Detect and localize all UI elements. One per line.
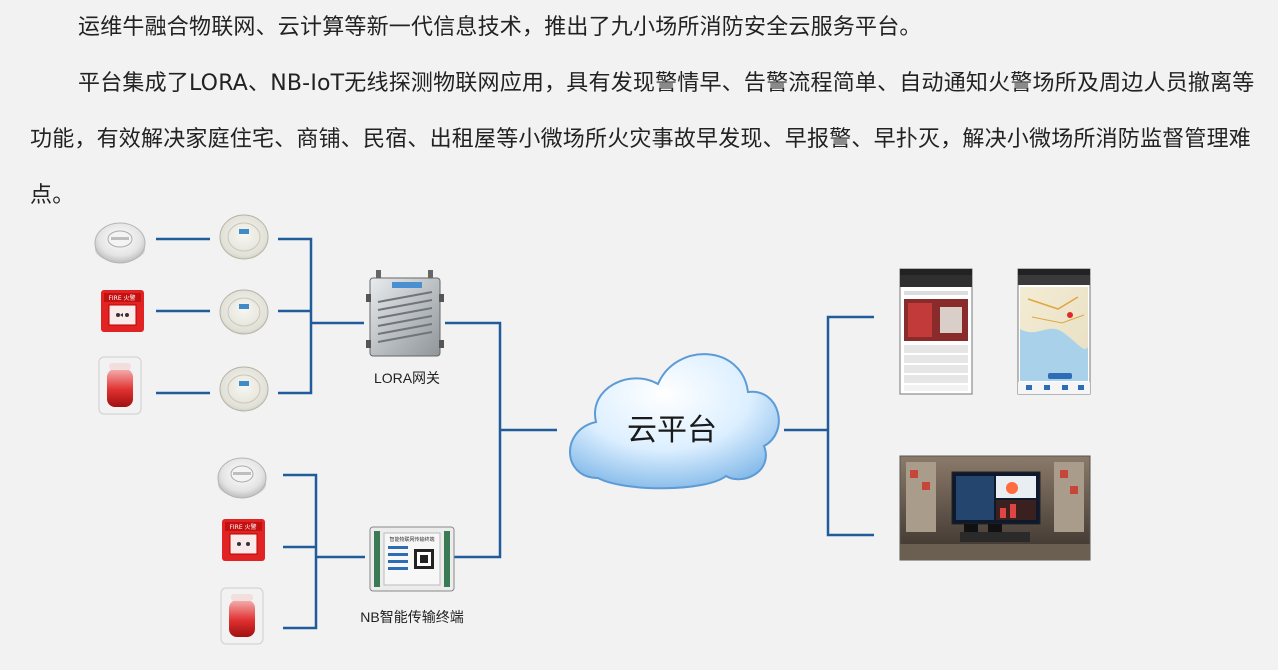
alarm-brand-label: FIRE 火警 [108,294,135,302]
cloud-label: 云平台 [627,413,717,448]
lora-gateway-icon [366,270,444,357]
lora-bus [278,237,313,395]
connection-lines [156,237,874,630]
terminal-panel-title: 智能物联网传输终端 [389,536,434,543]
alarm-brand-label: FIRE 火警 [229,523,256,531]
gateway-label: LORA网关 [374,370,440,386]
sound-light-alarm-icon [98,356,142,415]
cloud-platform: 云平台 [569,353,780,490]
smoke-detector-icon [94,222,146,264]
client-bus [826,315,874,537]
sound-light-alarm-icon [220,587,264,645]
manual-call-point-icon: FIRE 火警 [222,519,265,561]
mobile-app-detail-screenshot [899,268,973,395]
intro-paragraph-2: 平台集成了LORA、NB-IoT无线探测物联网应用，具有发现警情早、告警流程简单… [30,71,1255,208]
lora-node-icon [219,366,269,412]
nb-bus [283,473,318,630]
nb-terminal-icon: 智能物联网传输终端 [369,526,455,592]
mobile-app-map-screenshot [1017,268,1091,395]
manual-call-point-icon: FIRE 火警 [101,290,144,332]
lora-node-icon [219,289,269,335]
intro-paragraph-1: 运维牛融合物联网、云计算等新一代信息技术，推出了九小场所消防安全云服务平台。 [78,15,922,40]
lora-node-icon [219,214,269,260]
terminal-label: NB智能传输终端 [360,609,463,625]
monitoring-center-photo [899,455,1091,561]
trunk-line [445,321,502,559]
smoke-detector-icon [217,457,267,499]
